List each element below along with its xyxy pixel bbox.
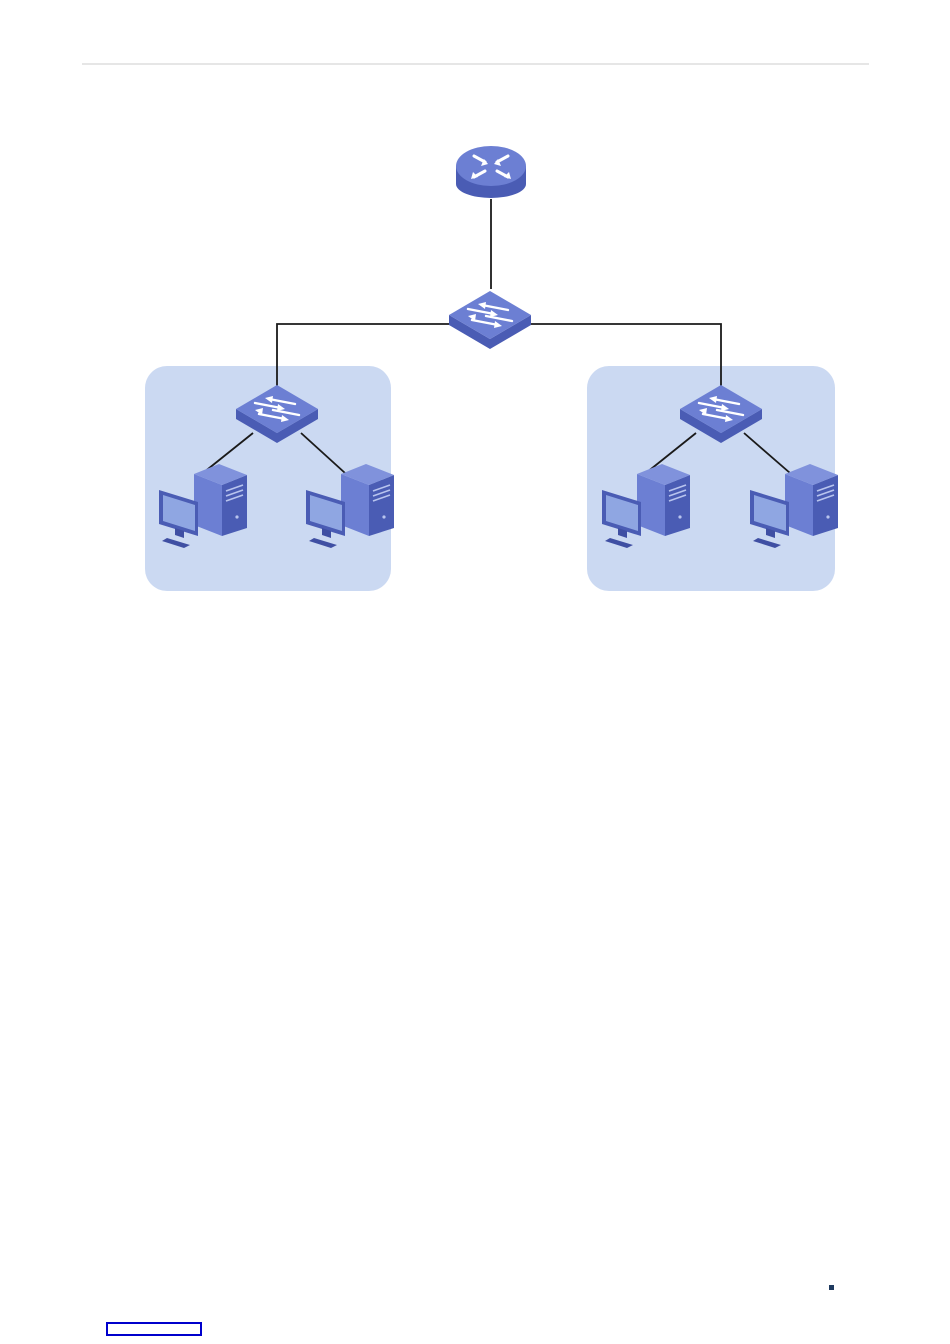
footer-marker [829,1285,834,1290]
network-topology-diagram [0,0,950,640]
core-switch-icon [449,291,531,349]
router-icon [456,146,526,198]
footer-link-box[interactable] [106,1322,202,1336]
